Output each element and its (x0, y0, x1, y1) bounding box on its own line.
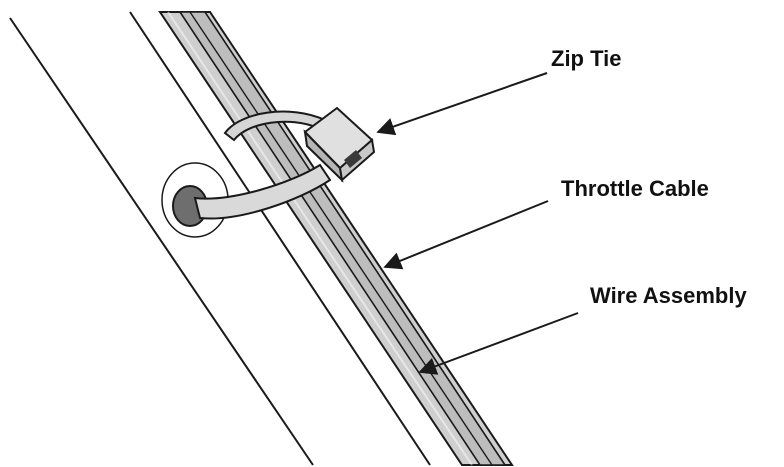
frame-inner-line (129, 11, 431, 466)
callout-arrow-icon (418, 312, 579, 375)
zip-tie-strap (193, 163, 332, 220)
callout-arrow-icon (376, 72, 548, 136)
callout-arrow-icon (383, 200, 549, 270)
throttle-cable-label: Throttle Cable (561, 176, 709, 201)
cable-divider-line (189, 11, 493, 466)
cable-highlight-line (167, 11, 473, 466)
frame-edge-line (9, 17, 314, 466)
zip-tie-label: Zip Tie (551, 46, 622, 71)
zip-tie-icon (303, 106, 376, 183)
wire-assembly-label: Wire Assembly (590, 283, 747, 308)
